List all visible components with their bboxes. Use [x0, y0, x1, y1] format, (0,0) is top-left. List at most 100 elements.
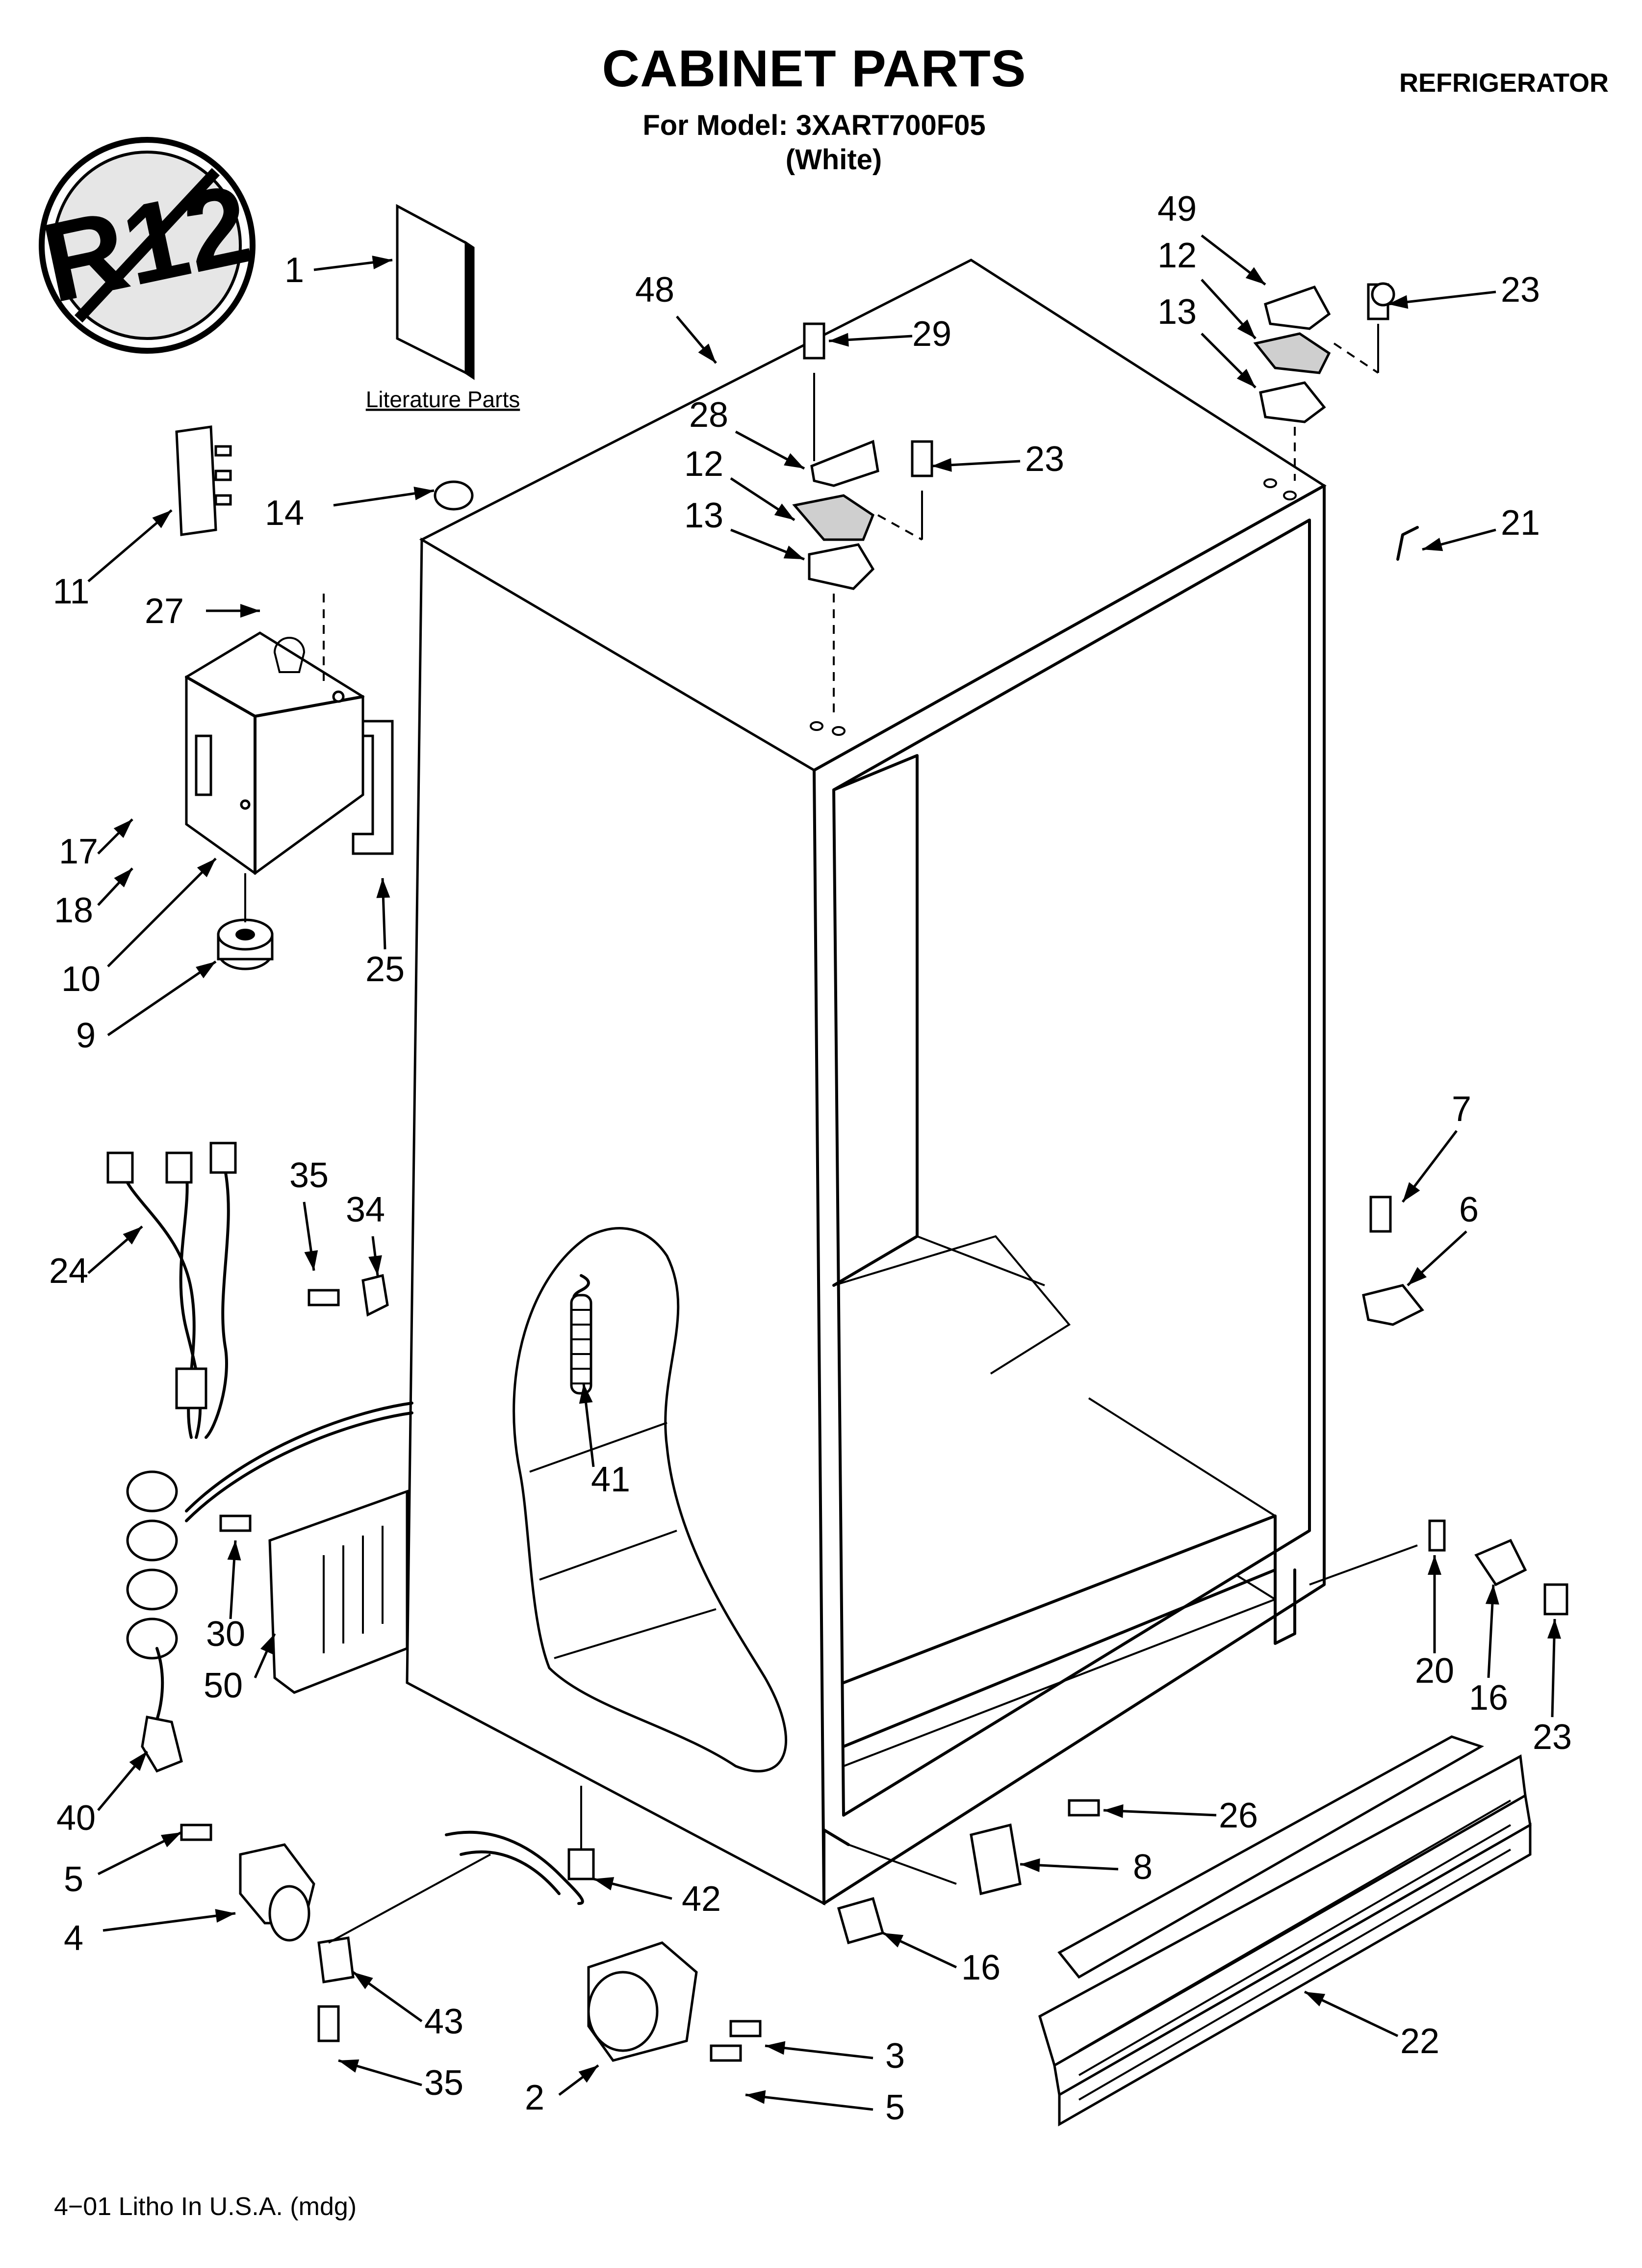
tube-clip-icon — [1396, 526, 1419, 561]
callout-42: 42 — [593, 1877, 721, 1919]
callout-number: 49 — [1157, 189, 1197, 229]
callout-9: 9 — [76, 960, 217, 1055]
callout-43: 43 — [352, 1971, 463, 2041]
callout-2: 2 — [525, 2064, 599, 2117]
callout-leader-arrow — [107, 960, 217, 1037]
arrowhead — [1020, 1858, 1040, 1872]
roller-wheel-icon — [180, 1824, 315, 1942]
callout-29: 29 — [828, 314, 951, 354]
callout-number: 34 — [346, 1190, 385, 1229]
wire-harness-icon — [106, 1142, 237, 1439]
arrowhead — [883, 1933, 904, 1948]
callout-28: 28 — [689, 395, 805, 470]
door-stop-icon — [837, 1799, 1100, 1945]
callout-16: 16 — [882, 1931, 1001, 1987]
arrowhead — [376, 878, 390, 898]
cabinet-shell — [406, 259, 1418, 1906]
callout-leader-arrow — [745, 2093, 873, 2111]
arrowhead — [1403, 1182, 1420, 1202]
clip-icon — [308, 1274, 389, 1317]
arrowhead — [152, 510, 172, 528]
plug-button-icon — [434, 480, 474, 511]
arrowhead — [196, 962, 216, 979]
arrowhead — [227, 1540, 241, 1561]
arrowhead — [578, 2065, 598, 2083]
callout-number: 5 — [885, 2088, 905, 2127]
callout-24: 24 — [49, 1225, 143, 1291]
callout-number: 16 — [961, 1948, 1001, 1987]
callout-21: 21 — [1422, 503, 1540, 551]
arrowhead — [579, 1383, 593, 1404]
callout-number: 35 — [289, 1156, 329, 1195]
arrowhead — [1305, 1992, 1326, 2007]
callout-number: 12 — [684, 444, 723, 484]
callout-number: 9 — [76, 1016, 96, 1055]
arrowhead — [413, 486, 434, 500]
callout-number: 29 — [912, 314, 951, 354]
arrowhead — [765, 2041, 786, 2055]
callout-number: 16 — [1469, 1678, 1508, 1718]
callout-number: 26 — [1219, 1796, 1258, 1835]
callout-number: 12 — [1157, 236, 1197, 275]
callout-22: 22 — [1304, 1990, 1439, 2061]
callout-number: 2 — [525, 2078, 544, 2117]
callout-number: 41 — [591, 1460, 630, 1499]
top-right-hinge-icon — [1253, 283, 1389, 481]
callout-number: 10 — [61, 960, 101, 999]
callout-14: 14 — [265, 486, 435, 533]
callout-number: 13 — [684, 496, 723, 535]
callout-number: 43 — [424, 2002, 463, 2041]
callout-number: 25 — [365, 950, 405, 989]
callout-27: 27 — [145, 592, 260, 631]
callout-number: 42 — [682, 1879, 721, 1919]
callout-12: 12 — [1157, 236, 1257, 339]
arrowhead — [123, 1226, 142, 1245]
callout-number: 30 — [206, 1615, 245, 1654]
callout-number: 27 — [145, 592, 184, 631]
bracket-screw-icon — [1362, 1196, 1424, 1326]
arrowhead — [304, 1250, 318, 1271]
callout-number: 35 — [424, 2063, 463, 2103]
callout-50: 50 — [204, 1633, 276, 1705]
callout-number: 50 — [204, 1666, 243, 1705]
arrowhead — [1485, 1585, 1499, 1605]
arrowhead — [1428, 1555, 1441, 1575]
callout-number: 20 — [1415, 1651, 1454, 1691]
callout-4: 4 — [64, 1909, 236, 1958]
callout-35: 35 — [289, 1156, 329, 1271]
callout-40: 40 — [56, 1750, 148, 1838]
arrowhead — [260, 1634, 275, 1655]
arrowhead — [129, 1751, 147, 1771]
callout-number: 21 — [1501, 503, 1540, 543]
callout-18: 18 — [54, 867, 133, 930]
arrowhead — [774, 503, 795, 520]
control-board-icon — [219, 1489, 409, 1694]
no-r12-badge: R12 — [32, 137, 261, 354]
callout-number: 23 — [1025, 440, 1064, 479]
callout-number: 23 — [1533, 1718, 1572, 1757]
callout-13: 13 — [684, 496, 805, 561]
callout-8: 8 — [1020, 1848, 1153, 1887]
model-color: (White) — [785, 144, 882, 176]
leveling-bracket-icon — [1428, 1519, 1568, 1616]
arrowhead — [114, 868, 132, 887]
arrowhead — [698, 343, 716, 363]
literature-parts-label: Literature Parts — [366, 387, 520, 412]
callout-20: 20 — [1415, 1555, 1454, 1691]
hinge-bracket-icon — [587, 1941, 762, 2062]
callout-41: 41 — [579, 1383, 630, 1499]
callout-49: 49 — [1157, 189, 1266, 286]
arrowhead — [932, 458, 952, 472]
appliance-category: REFRIGERATOR — [1399, 68, 1609, 98]
control-box-cover-icon — [352, 720, 394, 855]
callout-48: 48 — [635, 270, 717, 364]
knob-icon — [217, 918, 274, 970]
callout-leader-arrow — [107, 858, 217, 967]
callout-23: 23 — [1533, 1618, 1572, 1757]
terminal-block-icon — [175, 425, 232, 536]
arrowhead — [368, 1255, 382, 1276]
callout-23: 23 — [931, 440, 1064, 479]
callout-number: 13 — [1157, 292, 1197, 332]
